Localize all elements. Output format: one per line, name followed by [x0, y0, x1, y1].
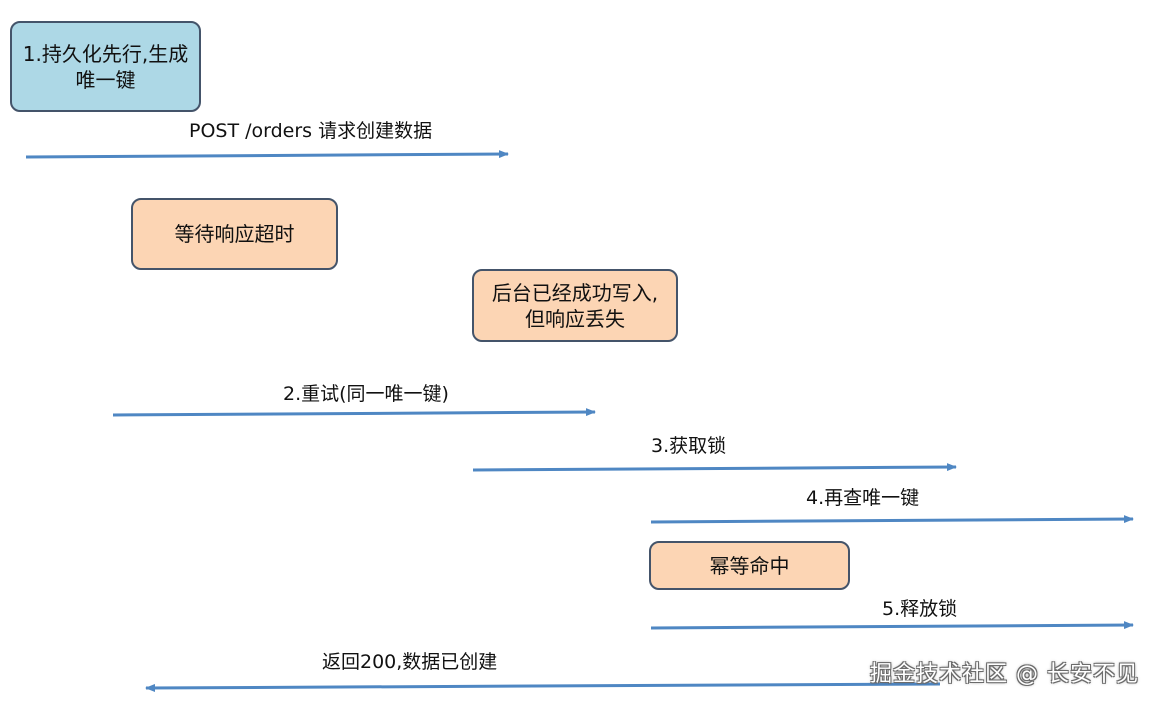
watermark: 掘金技术社区 @ 长安不见 [870, 662, 1139, 687]
arrow-acquire-lock [472, 463, 957, 472]
wait-timeout-text: 等待响应超时 [174, 222, 295, 246]
idempotent-hit-box: 幂等命中 [649, 541, 850, 590]
retry-label: 2.重试(同一唯一键) [283, 383, 449, 405]
idempotent-hit-text: 幂等命中 [709, 553, 790, 578]
release-lock-label: 5.释放锁 [882, 598, 958, 620]
arrow-retry [112, 408, 596, 417]
arrow-post-orders [25, 150, 509, 159]
step-persist-box: 1.持久化先行,生成唯一键 [10, 21, 201, 112]
step-persist-text: 1.持久化先行,生成唯一键 [22, 41, 189, 92]
return-200-label: 返回200,数据已创建 [322, 651, 498, 673]
recheck-key-label: 4.再查唯一键 [806, 487, 920, 509]
arrow-release-lock [650, 621, 1134, 630]
acquire-lock-label: 3.获取锁 [651, 435, 727, 457]
backend-written-box: 后台已经成功写入,但响应丢失 [472, 269, 678, 342]
wait-timeout-box: 等待响应超时 [131, 198, 338, 270]
backend-written-text: 后台已经成功写入,但响应丢失 [491, 280, 659, 331]
arrow-return-200 [145, 682, 941, 692]
arrow-recheck-key [650, 515, 1134, 524]
post-orders-label: POST /orders 请求创建数据 [189, 120, 433, 142]
